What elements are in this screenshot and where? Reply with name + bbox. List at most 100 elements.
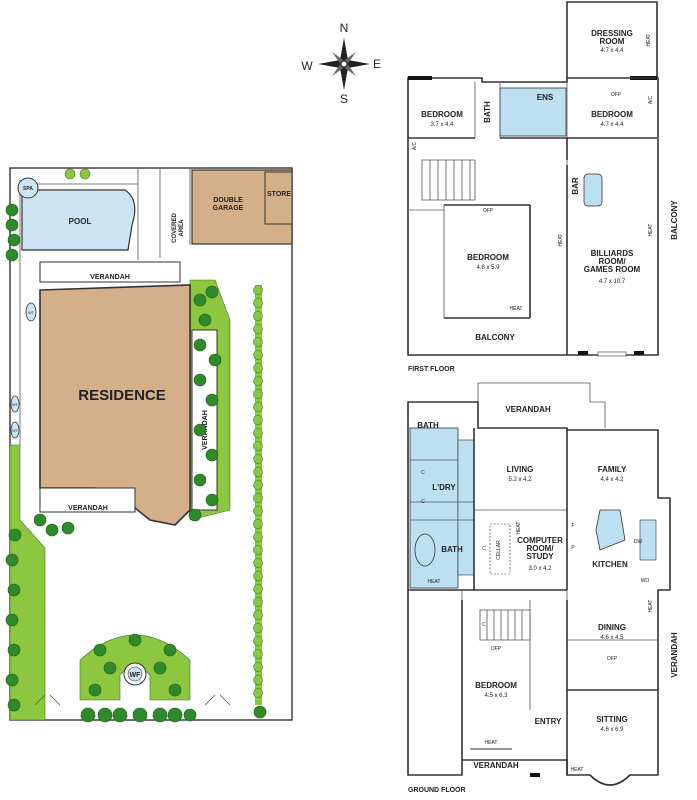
hedge-shrub: [253, 584, 263, 594]
gf-heat-1: HEAT: [428, 579, 441, 585]
hedge-shrub: [253, 402, 263, 412]
ff-balcony-bottom: BALCONY: [475, 333, 515, 342]
hedge-shrub: [253, 688, 263, 698]
hedge-shrub: [253, 324, 263, 334]
gf-heat-2: HEAT: [485, 740, 498, 746]
ff-balcony-right: BALCONY: [670, 200, 679, 240]
tree: [7, 698, 21, 712]
hedge-shrub: [253, 415, 263, 425]
tree: [193, 423, 207, 437]
wt-label-3: WT: [12, 429, 18, 433]
tree: [132, 707, 148, 723]
hedge-shrub: [253, 597, 263, 607]
tree: [198, 313, 212, 327]
tree: [5, 673, 19, 687]
ff-bedroom-ne-label: BEDROOM: [591, 110, 633, 119]
ff-heat-2: HEAT: [558, 234, 564, 247]
gf-verandah-top: VERANDAH: [505, 405, 551, 414]
ff-heat-1: HEAT: [510, 306, 523, 312]
gf-family-dim: 4.4 x 4.2: [600, 477, 624, 483]
residence-label: RESIDENCE: [78, 387, 166, 404]
ff-ofp-2: OFP: [483, 208, 494, 214]
hedge-shrub: [253, 376, 263, 386]
gf-ldry-label: L'DRY: [432, 483, 456, 492]
tree: [208, 353, 222, 367]
hedge-shrub: [253, 506, 263, 516]
gf-c-label-2: C: [421, 499, 425, 505]
ff-heat-3: HEAT: [646, 34, 652, 47]
hedge-shrub: [253, 571, 263, 581]
hedge-shrub: [253, 337, 263, 347]
tree: [103, 661, 117, 675]
ff-bedroom-c-label: BEDROOM: [467, 253, 509, 262]
hedge-shrub: [253, 285, 263, 295]
covered-area-label: COVEREDAREA: [172, 212, 185, 242]
pool-label: POOL: [69, 217, 92, 226]
site-verandah-bottom: VERANDAH: [68, 505, 108, 512]
hedge-shrub: [253, 350, 263, 360]
spa-label: SPA: [23, 186, 33, 192]
gf-verandah-bottom: VERANDAH: [473, 761, 519, 770]
tree: [205, 393, 219, 407]
ff-ac-1: A/C: [412, 141, 418, 150]
gf-bedroom-dim: 4.5 x 6.3: [484, 693, 508, 699]
gf-dining-label: DINING: [598, 623, 626, 632]
hedge-shrub: [253, 610, 263, 620]
wt-label-2: WT: [12, 403, 18, 407]
gf-heat-3: HEAT: [571, 767, 584, 773]
tree: [8, 528, 22, 542]
tree: [128, 633, 142, 647]
tree: [5, 613, 19, 627]
tree: [45, 523, 59, 537]
gf-living-dim: 5.2 x 4.2: [508, 477, 532, 483]
compass-s: S: [340, 92, 348, 106]
shrub: [79, 168, 91, 180]
hedge-shrub: [253, 493, 263, 503]
gf-living-label: LIVING: [507, 465, 534, 474]
site-trees: [5, 168, 267, 723]
gf-c-label-1: C: [421, 470, 425, 476]
tree: [7, 233, 21, 247]
compass-w: W: [301, 59, 313, 73]
hedge-shrub: [253, 363, 263, 373]
tree: [5, 248, 19, 262]
gf-heat-5: HEAT: [648, 600, 654, 613]
tree: [7, 583, 21, 597]
ff-ofp-1: OFP: [611, 92, 622, 98]
tree: [193, 338, 207, 352]
tree: [152, 707, 168, 723]
ff-dressing-room-dim: 4.7 x 4.4: [600, 48, 624, 54]
ff-bedroom-nw-label: BEDROOM: [421, 110, 463, 119]
gf-bedroom-label: BEDROOM: [475, 681, 517, 690]
ff-ens-label: ENS: [537, 93, 554, 102]
gf-f-label: F: [571, 523, 574, 529]
compass-n: N: [340, 21, 349, 35]
gf-verandah-right: VERANDAH: [670, 632, 679, 678]
tree: [7, 643, 21, 657]
gf-dw-label: DW: [634, 539, 643, 545]
hedge-shrub: [253, 623, 263, 633]
gf-wo-label: WO: [641, 578, 650, 584]
hedge-shrub: [253, 441, 263, 451]
ground-floor-caption: GROUND FLOOR: [408, 787, 466, 794]
tree: [205, 285, 219, 299]
tree: [88, 683, 102, 697]
gf-bath-mid: BATH: [441, 545, 463, 554]
gf-cellar-label: CELLAR: [496, 540, 502, 560]
hedge-shrub: [253, 558, 263, 568]
ff-ac-2: A/C: [648, 95, 654, 104]
site-verandah-top: VERANDAH: [90, 274, 130, 281]
ff-bath-label: BATH: [483, 101, 492, 123]
tree: [80, 707, 96, 723]
ff-bedroom-c-dim: 4.8 x 5.9: [476, 265, 500, 271]
tree: [193, 293, 207, 307]
gf-p-label: P: [571, 545, 575, 551]
ground-floor-plan: VERANDAH BATH LIVING 5.2 x 4.2 FAMILY 4.…: [407, 382, 679, 794]
hedge-shrub: [253, 454, 263, 464]
ff-bedroom-nw-dim: 3.7 x 4.4: [430, 122, 454, 128]
first-floor-caption: FIRST FLOOR: [408, 366, 455, 373]
gf-heat-4: HEAT: [516, 522, 522, 535]
